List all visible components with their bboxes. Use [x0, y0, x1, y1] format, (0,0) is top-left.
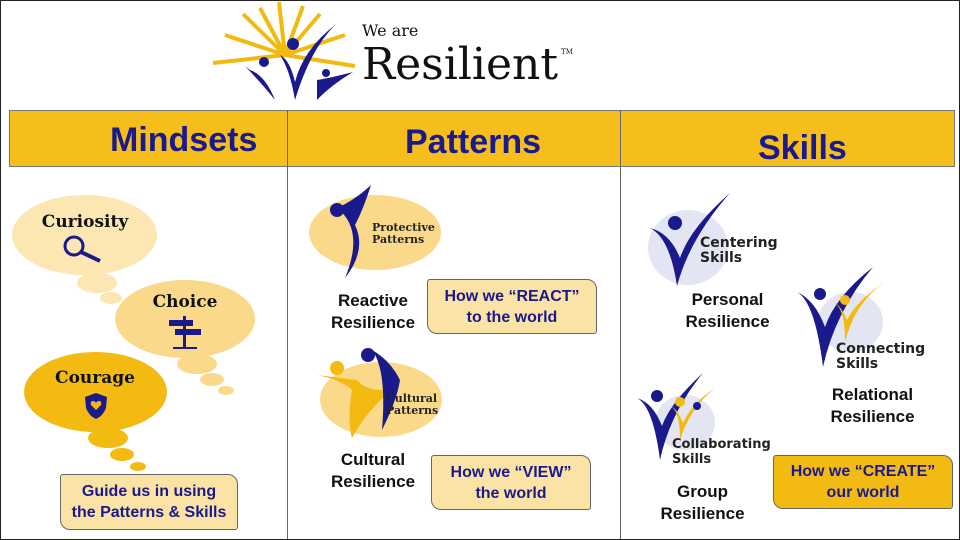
- choice-label: Choice: [152, 292, 218, 312]
- cloud-bubble: [100, 292, 122, 304]
- mindsets-banner: Guide us in using the Patterns & Skills: [60, 474, 238, 530]
- label-line: Resilience: [330, 313, 416, 332]
- logo-line: Skills: [836, 356, 879, 372]
- banner-line: Guide us in using: [81, 483, 217, 500]
- banner-line: to the world: [466, 308, 558, 326]
- banner-line: How we “REACT”: [444, 287, 580, 305]
- cloud-bubble: [200, 373, 224, 386]
- react-banner: How we “REACT” to the world: [427, 279, 597, 334]
- logo-line: Protective: [372, 221, 435, 234]
- cloud-bubble: [77, 273, 117, 293]
- figure-icon: [330, 185, 371, 278]
- logo-tm: TM: [561, 48, 573, 56]
- create-banner: How we “CREATE” our world: [773, 455, 953, 509]
- column-divider: [287, 110, 288, 540]
- label-line: Resilience: [660, 504, 745, 523]
- curiosity-label: Curiosity: [41, 212, 129, 232]
- logo-line: Patterns: [372, 233, 425, 246]
- cloud-bubble: [110, 448, 134, 461]
- label-line: Personal: [691, 290, 764, 309]
- centering-figure-icon: [650, 193, 730, 286]
- label-line: Group: [677, 482, 728, 501]
- connecting-figures-icon: [797, 267, 885, 367]
- label-line: Relational: [831, 385, 914, 404]
- header-patterns: Patterns: [405, 123, 542, 161]
- signpost-icon: [169, 316, 201, 349]
- cloud-bubble: [177, 354, 217, 374]
- logo-line: Patterns: [386, 404, 439, 417]
- shield-heart-icon: [85, 393, 107, 419]
- banner-line: How we “VIEW”: [450, 463, 572, 481]
- logo-line: Cultural: [386, 392, 438, 405]
- label-line: Resilience: [330, 472, 416, 491]
- logo-mark: [212, 1, 356, 100]
- banner-line: How we “CREATE”: [790, 463, 936, 480]
- cultural-figures-icon: [317, 348, 400, 438]
- logo-line: Connecting: [836, 341, 926, 357]
- banner-line: the Patterns & Skills: [71, 504, 227, 521]
- cloud-bubble: [130, 462, 146, 471]
- header-mindsets: Mindsets: [110, 121, 258, 159]
- collaborating-figures-icon: [637, 373, 715, 460]
- header-band: Mindsets Patterns Skills: [9, 110, 955, 167]
- label-line: Reactive: [338, 291, 408, 310]
- logo-line: Collaborating: [672, 437, 771, 452]
- label-line: Resilience: [685, 312, 770, 331]
- logo-line: Centering: [700, 235, 778, 251]
- logo-big-text: Resilient: [362, 39, 559, 90]
- label-line: Cultural: [340, 450, 406, 469]
- logo-line: Skills: [700, 250, 743, 266]
- cloud-bubble: [218, 386, 234, 395]
- magnifier-icon: [63, 235, 101, 263]
- view-banner: How we “VIEW” the world: [431, 455, 591, 510]
- column-divider: [620, 110, 621, 540]
- logo-text: Resilient TM: [362, 42, 573, 88]
- banner-line: our world: [826, 484, 900, 501]
- curiosity-cloud: [12, 195, 157, 275]
- courage-label: Courage: [55, 368, 135, 388]
- header-skills: Skills: [758, 129, 847, 167]
- label-line: Resilience: [830, 407, 915, 426]
- banner-line: the world: [475, 484, 547, 502]
- cloud-bubble: [88, 428, 128, 448]
- logo-small-text: We are: [362, 21, 419, 40]
- logo-line: Skills: [672, 452, 712, 467]
